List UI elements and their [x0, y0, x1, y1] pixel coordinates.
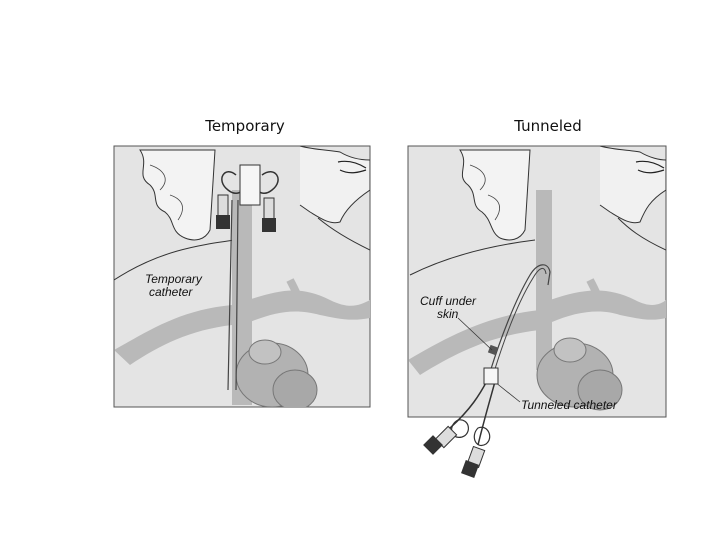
tunneled-title: Tunneled [514, 117, 582, 135]
temporary-catheter-label-1: Temporary [145, 272, 203, 286]
temporary-panel: Temporary catheter [113, 145, 371, 408]
tunneled-catheter-label: Tunneled catheter [521, 398, 618, 412]
tunneled-panel: Cuff under skin Tunneled catheter [407, 145, 667, 478]
cuff-label-2: skin [437, 307, 459, 321]
temporary-title: Temporary [205, 117, 285, 135]
temporary-catheter-label-2: catheter [149, 285, 193, 299]
cuff-label-1: Cuff under [420, 294, 477, 308]
